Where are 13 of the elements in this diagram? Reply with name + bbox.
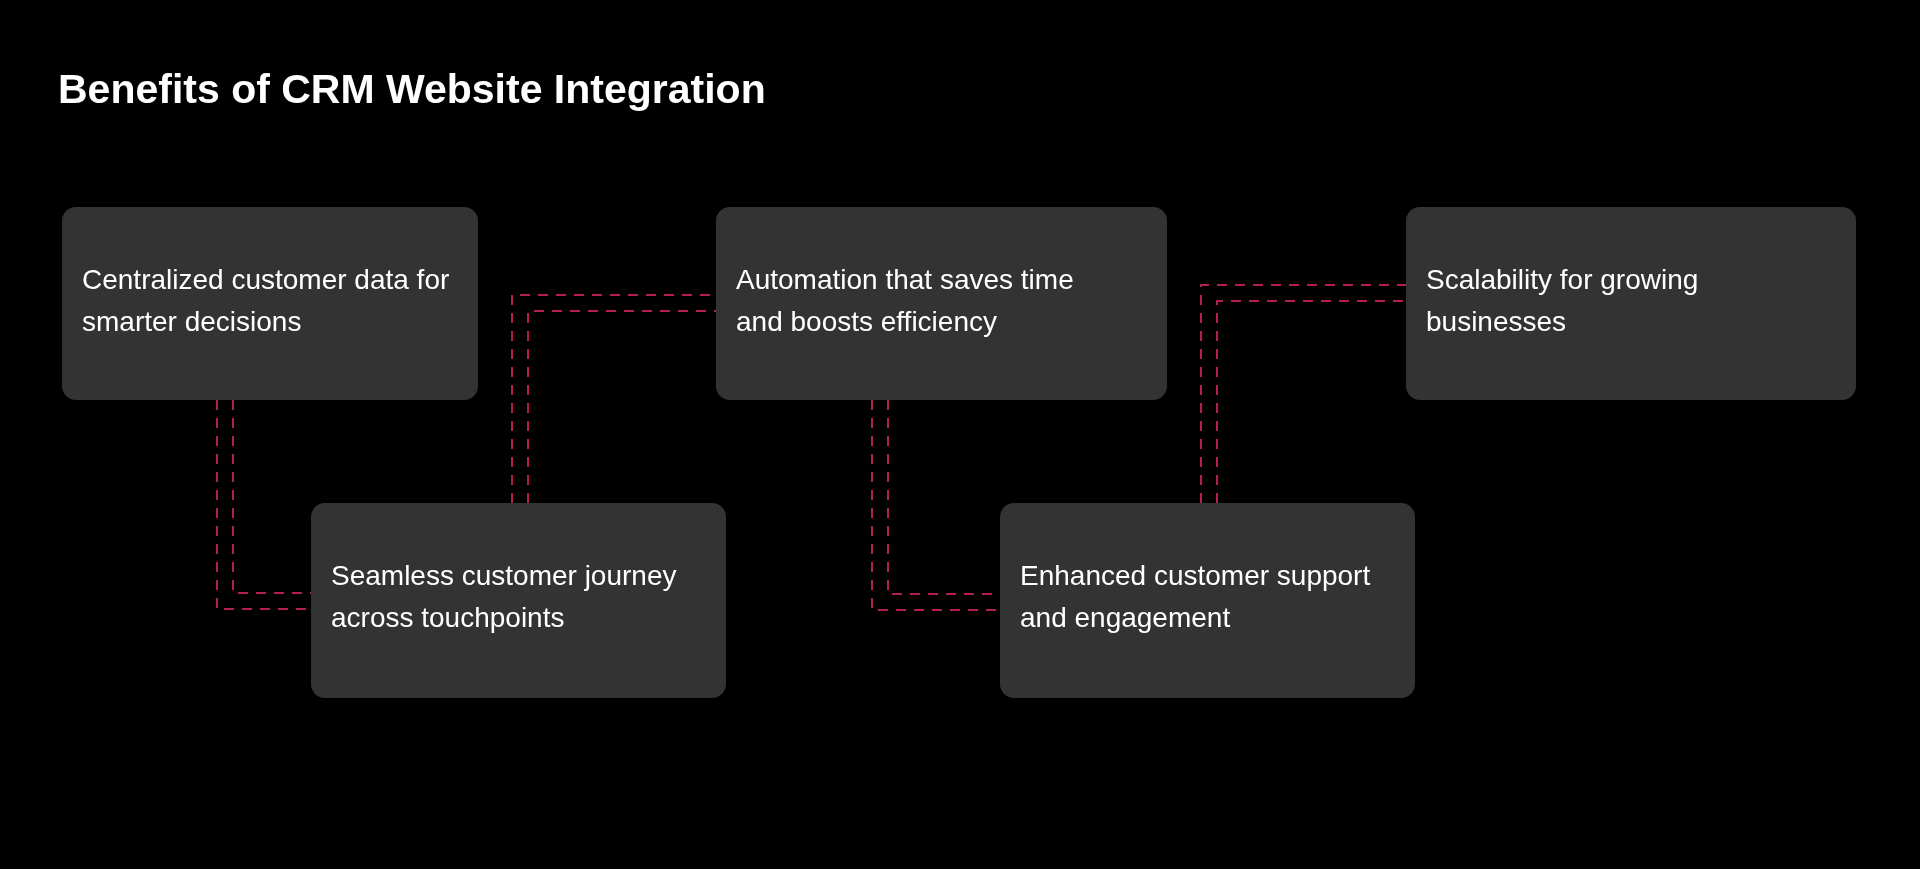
benefit-card	[1000, 503, 1415, 698]
card-text: Enhanced customer support and engagement	[1020, 559, 1372, 635]
dashed-connector	[511, 294, 717, 504]
benefit-card	[311, 503, 726, 698]
card-text: Scalability for growing businesses	[1426, 263, 1700, 339]
benefit-card	[62, 207, 478, 400]
title: Benefits of CRM Website Integration	[58, 65, 766, 114]
card-text: Automation that saves time and boosts efficiency	[736, 263, 1075, 339]
card-text: Seamless customer journey across touchpoints	[331, 559, 678, 635]
benefit-card	[1406, 207, 1856, 400]
dashed-connector	[1200, 284, 1407, 504]
benefit-card	[716, 207, 1167, 400]
card-text: Centralized customer data for smarter decisions	[82, 263, 451, 339]
